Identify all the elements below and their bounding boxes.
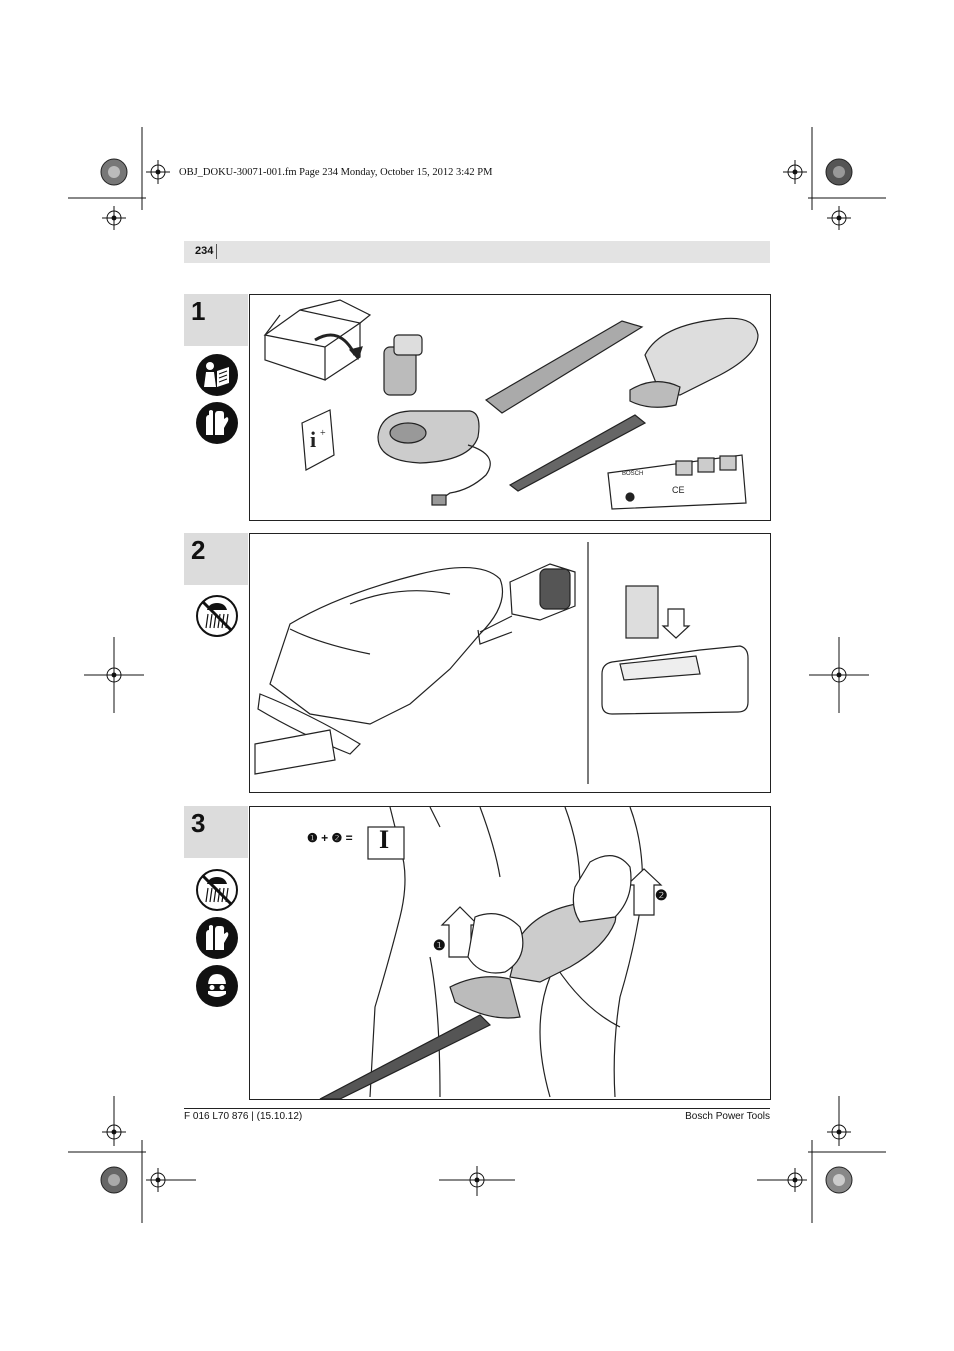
footer-brand: Bosch Power Tools [685, 1111, 770, 1122]
battery-insertion-illustration [254, 542, 749, 784]
file-info: OBJ_DOKU-30071-001.fm Page 234 Monday, O… [179, 167, 493, 178]
two-hand-operation-illustration [319, 807, 663, 1099]
wear-gloves-icon-2 [195, 916, 239, 960]
page-header-bar [184, 241, 770, 263]
figure-1-panel: i + BOSCH CE [249, 294, 771, 521]
eye-protection-icon [195, 964, 239, 1008]
wear-gloves-icon [195, 401, 239, 445]
figure-1-tab: 1 [184, 294, 248, 346]
header-divider [216, 244, 217, 259]
on-switch-symbol: I [379, 825, 390, 854]
svg-text:BOSCH: BOSCH [622, 471, 643, 477]
svg-text:+: + [320, 428, 326, 439]
no-rain-icon [195, 594, 239, 638]
read-manual-icon [195, 353, 239, 397]
no-rain-icon-2 [195, 868, 239, 912]
step-2-marker: ❷ [331, 831, 343, 845]
figure-3-number: 3 [191, 808, 206, 838]
package-contents-illustration: i + BOSCH CE [263, 299, 759, 510]
footer-doc-code: F 016 L70 876 | (15.10.12) [184, 1111, 303, 1122]
step-formula: ❶ + ❷ = [307, 831, 353, 845]
figure-2-number: 2 [191, 535, 206, 565]
figure-2-tab: 2 [184, 533, 248, 585]
page-number: 234 [195, 245, 214, 257]
svg-text:i: i [310, 427, 316, 452]
figure-2-panel [249, 533, 771, 793]
figure-3-tab: 3 [184, 806, 248, 858]
figure-3-panel: ❶ + ❷ = I ❶ ❷ [249, 806, 771, 1100]
figure-1-number: 1 [191, 296, 206, 326]
callout-1: ❶ [433, 937, 446, 953]
plus-sign: + [321, 831, 329, 845]
svg-text:CE: CE [672, 485, 685, 495]
step-1-marker: ❶ [307, 831, 318, 845]
equals-sign: = [345, 831, 353, 845]
footer-divider [184, 1108, 770, 1109]
callout-2: ❷ [655, 887, 668, 903]
